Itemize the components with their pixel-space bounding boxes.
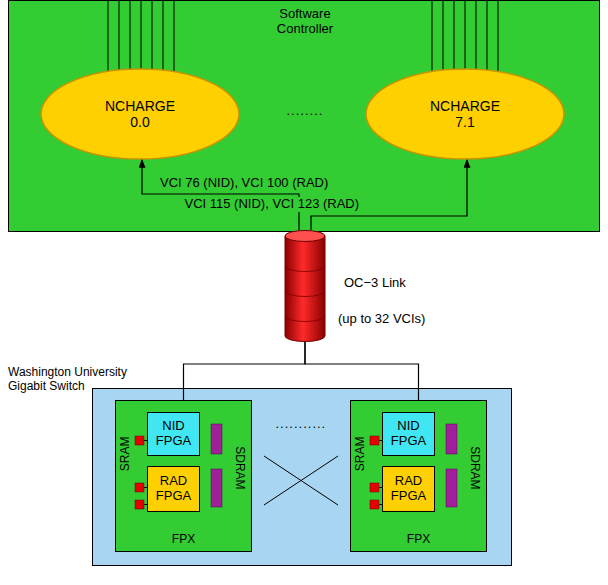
panel-fill [115,400,252,552]
cylinder-outline [284,230,326,342]
process-ellipse: NCHARGE 7.1 [365,68,565,160]
panel-fill [350,400,487,552]
part-label: ........ [287,104,324,119]
link-connector [142,159,299,230]
panel-box: Washington University Gigabit SwitchFPXN… [92,388,512,566]
part-label: SDRAM [231,446,245,489]
fpga-box: NID FPGA [147,412,200,456]
part-label: SRAM [119,436,133,471]
link-cylinder: OC−3 Link(up to 32 VCIs) [284,230,326,342]
node-label: Software Controller [255,7,355,37]
process-ellipse: NCHARGE 0.0 [40,68,240,160]
link-connector [305,342,419,400]
panel-fill [8,0,600,232]
node-label: OC−3 Link [344,276,406,291]
panel-fills [8,0,600,566]
edge-label: VCI 76 (NID), VCI 100 (RAD) [158,176,330,191]
node-label: FPX [351,533,486,547]
node-label: NID FPGA [151,419,196,449]
node-label: RAD FPGA [386,474,431,504]
switch-crossbar [264,456,338,505]
panel-fill [92,388,512,566]
node-label: RAD FPGA [151,474,196,504]
fpga-box: RAD FPGA [147,466,200,512]
edge-label: VCI 115 (NID), VCI 123 (RAD) [183,197,362,212]
node-label: Washington University Gigabit Switch [8,366,158,394]
panel-box: FPX NID FPGA RAD FPGA [115,400,252,552]
part-label: ........... [276,417,327,432]
node-label: FPX [116,533,251,547]
part-label: SRAM [354,437,368,472]
panel-box: FPX NID FPGA RAD FPGA [350,400,487,552]
node-label: NID FPGA [386,419,431,449]
node-label: NCHARGE 7.1 [423,98,507,130]
node-label: (up to 32 VCIs) [338,312,425,327]
fpga-box: NID FPGA [382,412,435,456]
node-label: NCHARGE 0.0 [98,98,182,130]
link-connector [184,342,306,400]
fpga-box: RAD FPGA [382,466,435,512]
link-connector [311,159,467,230]
part-label: SDRAM [466,446,480,489]
